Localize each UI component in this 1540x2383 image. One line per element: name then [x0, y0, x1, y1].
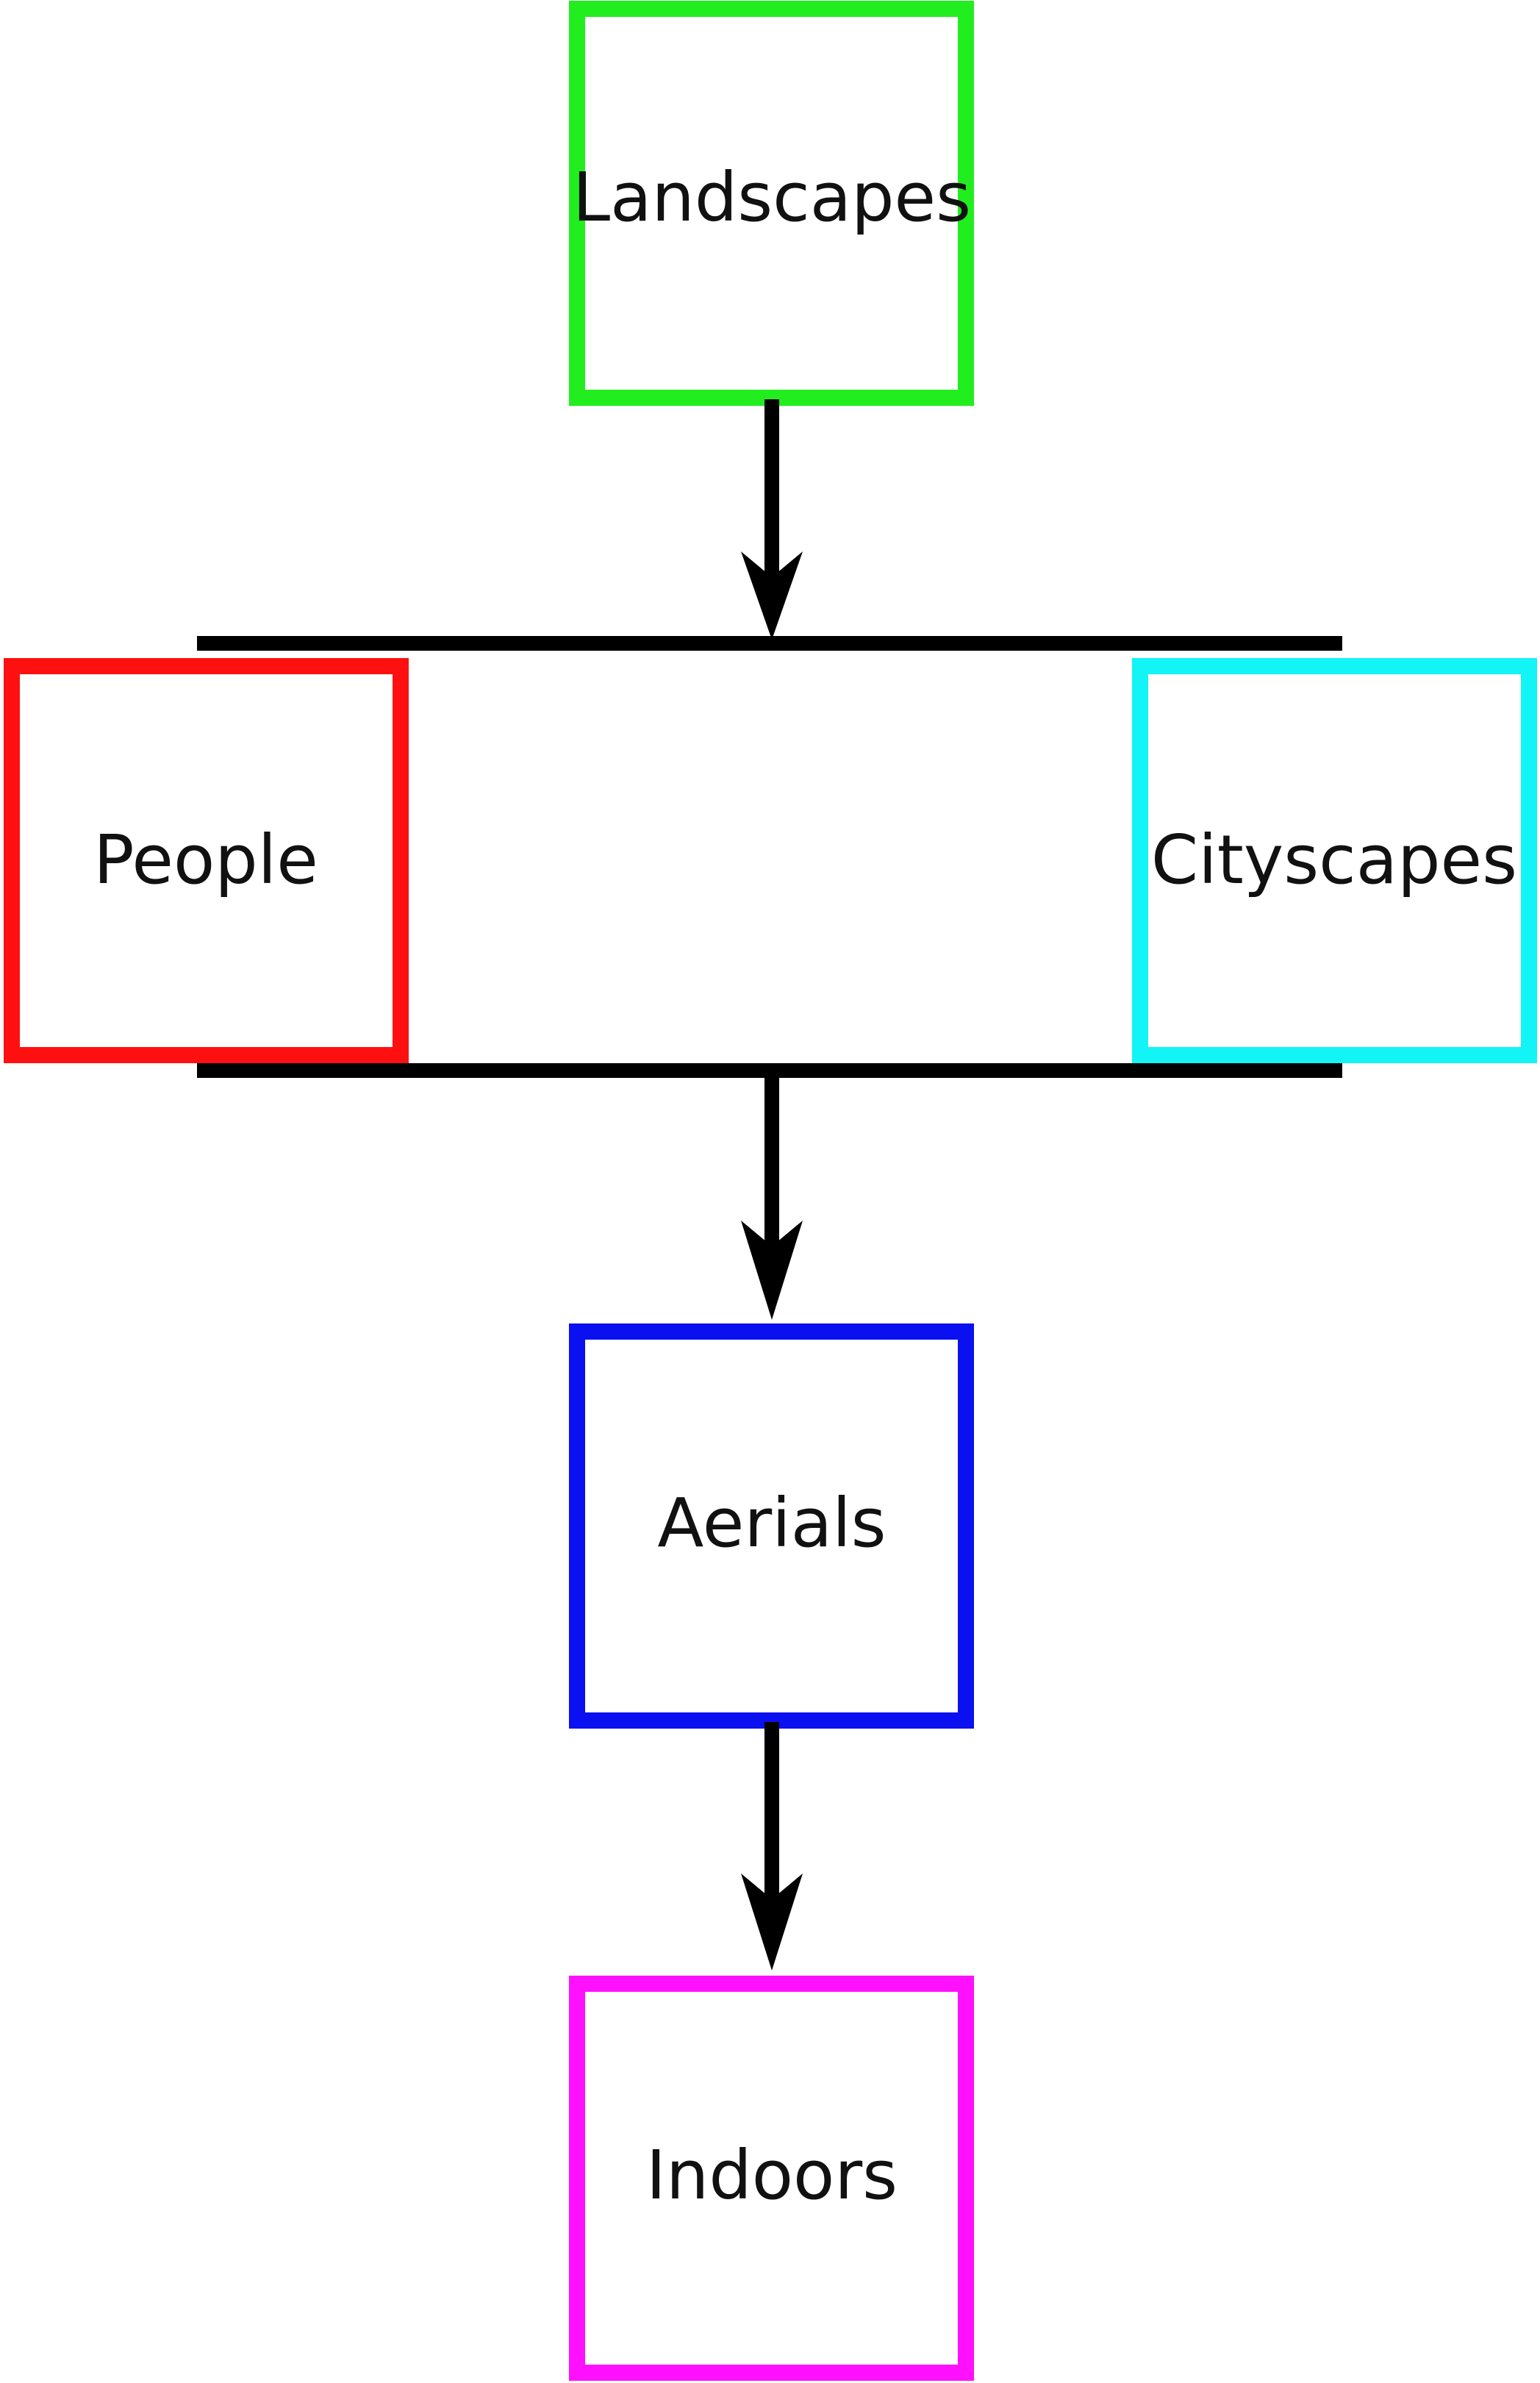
node-aerials-label: Aerials	[657, 1484, 886, 1562]
arrow-landscapes-to-group	[741, 399, 803, 640]
node-people-box	[4, 658, 409, 1063]
node-cityscapes-box	[1132, 658, 1537, 1063]
node-people: People	[4, 658, 409, 1063]
node-landscapes: Landscapes	[569, 1, 974, 406]
arrow-aerials-head	[741, 1873, 803, 1971]
arrow-landscapes-head	[741, 551, 803, 640]
node-landscapes-box	[569, 1, 974, 406]
node-indoors-label: Indoors	[646, 2136, 898, 2215]
node-indoors-box	[569, 1976, 974, 2381]
node-aerials-box	[569, 1323, 974, 1729]
arrow-group-head	[741, 1221, 803, 1320]
node-indoors: Indoors	[569, 1976, 974, 2381]
node-people-label: People	[93, 821, 318, 899]
arrow-group-to-aerials	[741, 1071, 803, 1320]
node-aerials: Aerials	[569, 1323, 974, 1729]
arrow-aerials-to-indoors	[741, 1722, 803, 1971]
node-cityscapes-label: Cityscapes	[1151, 821, 1517, 899]
node-landscapes-label: Landscapes	[573, 158, 971, 237]
node-cityscapes: Cityscapes	[1132, 658, 1537, 1063]
